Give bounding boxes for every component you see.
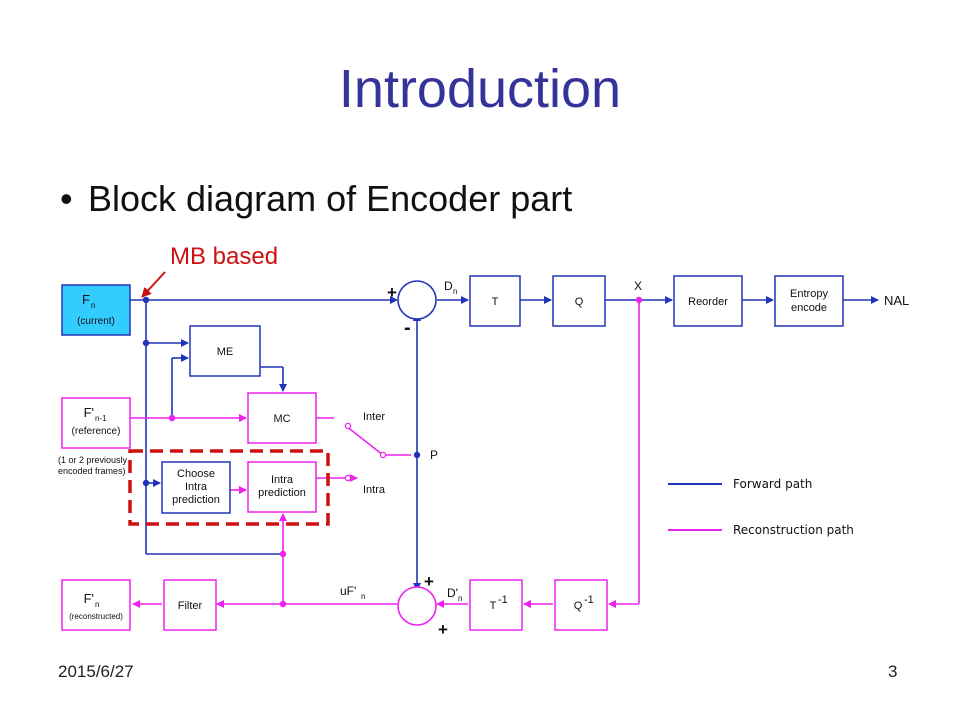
footer-date: 2015/6/27 <box>58 662 134 681</box>
plus-sign-top: + <box>387 283 397 302</box>
mb-based-arrow <box>141 271 166 298</box>
p-label: P <box>430 448 438 462</box>
svg-text:F: F <box>82 292 90 307</box>
block-t-inverse: T -1 <box>469 579 523 631</box>
bullet-item: • Block diagram of Encoder part <box>60 178 572 220</box>
dn-prime-sub: n <box>458 594 462 603</box>
x-label: X <box>634 279 642 293</box>
legend: Forward path Reconstruction path <box>668 477 854 537</box>
fn1-reference-caption: (reference) <box>72 426 121 437</box>
reconstruction-path-lines <box>130 300 640 608</box>
subtract-junction <box>397 280 437 320</box>
me-label: ME <box>217 346 234 358</box>
inter-label: Inter <box>363 411 385 423</box>
block-q-inverse: Q -1 <box>554 579 608 631</box>
block-filter: Filter <box>163 579 217 631</box>
forward-path-lines <box>130 296 879 591</box>
legend-reconstruction-label: Reconstruction path <box>733 523 854 537</box>
ufn-sub: n <box>361 592 365 601</box>
fn-current-sub: n <box>91 301 95 310</box>
intra-prediction-line1: Intra <box>271 474 294 486</box>
bullet-text: Block diagram of Encoder part <box>88 178 573 219</box>
fn-current-caption: (current) <box>77 316 115 327</box>
fn-current-letter: F <box>82 292 90 307</box>
page-number: 3 <box>888 662 898 681</box>
t-label: T <box>492 296 499 308</box>
fn-reconstructed-caption: (reconstructed) <box>69 612 123 621</box>
block-mc: MC <box>247 392 317 444</box>
block-fn1-reference: F' n-1 (reference) <box>61 397 131 449</box>
intra-prediction-line2: prediction <box>258 487 306 499</box>
prev-frames-note-2: encoded frames) <box>58 466 126 476</box>
choose-intra-line3: prediction <box>172 494 220 506</box>
plus-sign-bottom-1: + <box>424 572 434 591</box>
fn-reconstructed-letter: F' <box>84 591 94 606</box>
block-fn-current: F n (current) <box>61 284 131 336</box>
reorder-label: Reorder <box>688 296 728 308</box>
bullet-dot: • <box>60 178 73 219</box>
t-inverse-sup: -1 <box>498 594 508 606</box>
forward-path-junctions <box>142 296 421 487</box>
fn1-reference-letter: F' <box>84 405 94 420</box>
mc-label: MC <box>273 413 290 425</box>
block-q: Q <box>552 275 606 327</box>
prev-frames-note-1: (1 or 2 previously <box>58 455 128 465</box>
legend-forward-label: Forward path <box>733 477 812 491</box>
dn-sub: n <box>453 287 457 296</box>
block-t: T <box>469 275 521 327</box>
choose-intra-line1: Choose <box>177 468 215 480</box>
mb-based-annotation: MB based <box>170 243 278 270</box>
fn1-reference-sub: n-1 <box>95 414 107 423</box>
block-reorder: Reorder <box>673 275 743 327</box>
slide-title: Introduction <box>338 59 622 119</box>
add-junction <box>397 586 437 626</box>
minus-sign: - <box>404 317 411 339</box>
ufn-label: uF' <box>340 584 356 598</box>
block-fn-reconstructed: F' n (reconstructed) <box>61 579 131 631</box>
nal-label: NAL <box>884 293 909 308</box>
intra-highlight-box <box>128 449 330 526</box>
dn-prime-label: D' <box>447 586 458 600</box>
plus-sign-bottom-2: + <box>438 620 448 639</box>
fn-reconstructed-sub: n <box>95 600 99 609</box>
q-inverse-sup: -1 <box>584 594 594 606</box>
dn-label: D <box>444 279 453 293</box>
intra-label: Intra <box>363 484 386 496</box>
block-intra-prediction: Intra prediction <box>247 461 317 513</box>
entropy-line1: Entropy <box>790 288 828 300</box>
entropy-line2: encode <box>791 302 827 314</box>
q-inverse-label: Q <box>574 600 583 612</box>
block-choose-intra: Choose Intra prediction <box>161 461 231 514</box>
block-me: ME <box>189 325 261 377</box>
filter-label: Filter <box>178 600 203 612</box>
choose-intra-line2: Intra <box>185 481 208 493</box>
reconstruction-path-junctions <box>168 296 643 608</box>
t-inverse-label: T <box>490 600 497 612</box>
block-entropy-encode: Entropy encode <box>774 275 844 327</box>
q-label: Q <box>575 296 584 308</box>
